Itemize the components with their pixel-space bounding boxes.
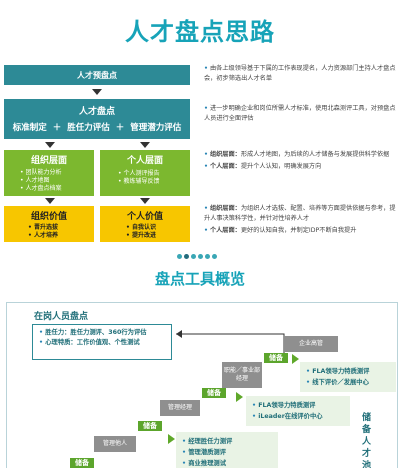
note-3a-label: 组织层面： [209, 151, 241, 158]
tool-header-box: • 胜任力：胜任力测评、360行为评估 • 心理特质：工作价值观、个性测试 [32, 324, 172, 360]
arrow-right-icon [292, 354, 299, 364]
note-4b-label: 个人层面： [209, 227, 241, 234]
note-4a-text: 为组织人才选拔、配置、培养等方面提供依据与参考，提升人事决策科学性，并针对性培养… [204, 205, 396, 222]
tool-item: iLeader在线评价中心 [252, 411, 344, 422]
arrow-down-icon [140, 142, 150, 148]
flow-step-prescreen-label: 人才预盘点 [77, 70, 117, 80]
note-3: • 组织层面：形成人才地图，为后续的人才储备与发展提供科学依据 • 个人层面：提… [204, 151, 390, 170]
flow-step-assessment-title: 人才盘点 [78, 107, 115, 117]
arrow-right-icon [236, 392, 243, 402]
org-value-item: 人才培养 [28, 232, 88, 240]
tool-header-item: 胜任力：胜任力测评、360行为评估 [45, 329, 147, 336]
dot-icon[interactable] [212, 254, 217, 259]
arrow-down-icon [92, 89, 102, 95]
note-3a-text: 形成人才地图，为后续的人才储备与发展提供科学依据 [240, 151, 390, 158]
tool-list-3: 经理胜任力测评 管理潜质测评 商业推理测试 [176, 432, 278, 468]
potential-label: 管理潜力评估 [130, 123, 182, 133]
tool-panel-frame [6, 302, 398, 468]
dot-icon[interactable] [205, 254, 210, 259]
note-4: • 组织层面：为组织人才选拔、配置、培养等方面提供依据与参考，提升人事决策科学性… [204, 205, 396, 234]
person-value-item: 自我认识 [126, 224, 184, 232]
org-value-title: 组织价值 [30, 212, 67, 222]
org-level-item: 团队能力分析 [20, 169, 88, 177]
org-value-item: 晋升选拔 [28, 224, 88, 232]
dot-icon[interactable] [191, 254, 196, 259]
org-level-item: 人才地图 [20, 177, 88, 185]
flow-step-prescreen: 人才预盘点 [4, 65, 190, 85]
competency-label: 胜任力评估 [67, 123, 110, 133]
level-staff-label: 职能／事业部经理 [223, 367, 260, 382]
arrow-right-icon [168, 434, 175, 444]
tool-header-item: 心理特质：工作价值观、个性测试 [45, 339, 140, 346]
note-2: • 进一步明确企业和岗位所需人才标准，使用北森测评工具，对预盘点人员进行全面评估 [204, 105, 396, 122]
org-level-item: 人才盘点档案 [20, 185, 88, 193]
dot-icon[interactable] [184, 254, 189, 259]
tool-item: 商业推理测试 [182, 458, 272, 468]
org-value-box: 组织价值 晋升选拔 人才培养 [4, 206, 94, 242]
tool-item: 线下评价／发展中心 [306, 377, 390, 388]
level-others: 管理他人 [94, 436, 136, 452]
tool-list-1: FLA领导力特质测评 线下评价／发展中心 [300, 362, 396, 392]
note-2-text: 进一步明确企业和岗位所需人才标准，使用北森测评工具，对预盘点人员进行全面评估 [204, 105, 396, 122]
reserve-label: 储备 [202, 388, 226, 398]
note-1-text: 由各上级领导基于下属的工作表现提名，人力资源部门主持人才盘点会，初步筛选出人才名… [204, 65, 396, 82]
tool-header: 在岗人员盘点 [34, 312, 89, 322]
tool-item: 管理潜质测评 [182, 447, 272, 458]
pagination-dots[interactable] [176, 244, 218, 263]
reserve-pool-label: 储备人才池 [362, 413, 372, 468]
section-title: 盘点工具概览 [154, 270, 245, 288]
page-title: 人才盘点思路 [125, 18, 275, 46]
note-3b-label: 个人层面： [209, 163, 241, 170]
org-level-box: 组织层面 团队能力分析 人才地图 人才盘点档案 [4, 150, 94, 196]
note-4a-label: 组织层面： [209, 205, 241, 212]
tool-list-2: FLA领导力特质测评 iLeader在线评价中心 [246, 396, 350, 426]
person-value-title: 个人价值 [126, 212, 163, 222]
level-enterprise: 企业高管 [284, 336, 338, 352]
org-level-title: 组织层面 [30, 156, 67, 166]
note-1: • 由各上级领导基于下属的工作表现提名，人力资源部门主持人才盘点会，初步筛选出人… [204, 65, 396, 82]
plus-icon: ＋ [115, 123, 125, 133]
flow-step-assessment: 人才盘点 标准制定 ＋ 胜任力评估 ＋ 管理潜力评估 [4, 99, 190, 139]
person-level-item: 教练辅导反馈 [118, 178, 184, 186]
standard-label: 标准制定 [12, 123, 47, 133]
note-3b-text: 提升个人认知，明确发展方向 [240, 163, 322, 170]
tool-item: FLA领导力特质测评 [306, 366, 390, 377]
dot-icon[interactable] [177, 254, 182, 259]
plus-icon: ＋ [52, 123, 62, 133]
reserve-label: 储备 [264, 353, 288, 363]
tool-item: FLA领导力特质测评 [252, 400, 344, 411]
person-level-title: 个人层面 [126, 156, 163, 166]
tool-item: 经理胜任力测评 [182, 436, 272, 447]
arrow-down-icon [45, 198, 55, 204]
person-level-box: 个人层面 个人测评报告 教练辅导反馈 [100, 150, 190, 196]
reserve-label: 储备 [70, 458, 94, 468]
level-manager: 管理经理 [160, 400, 200, 416]
arrow-down-icon [45, 142, 55, 148]
dot-icon[interactable] [198, 254, 203, 259]
level-staff: 职能／事业部经理 [222, 362, 262, 388]
person-value-item: 提升改进 [126, 232, 184, 240]
note-4b-text: 更好的认知自我，并制定IDP不断自我提升 [240, 227, 357, 234]
person-level-item: 个人测评报告 [118, 170, 184, 178]
arrow-down-icon [140, 198, 150, 204]
person-value-box: 个人价值 自我认识 提升改进 [100, 206, 190, 242]
reserve-label: 储备 [138, 421, 162, 431]
